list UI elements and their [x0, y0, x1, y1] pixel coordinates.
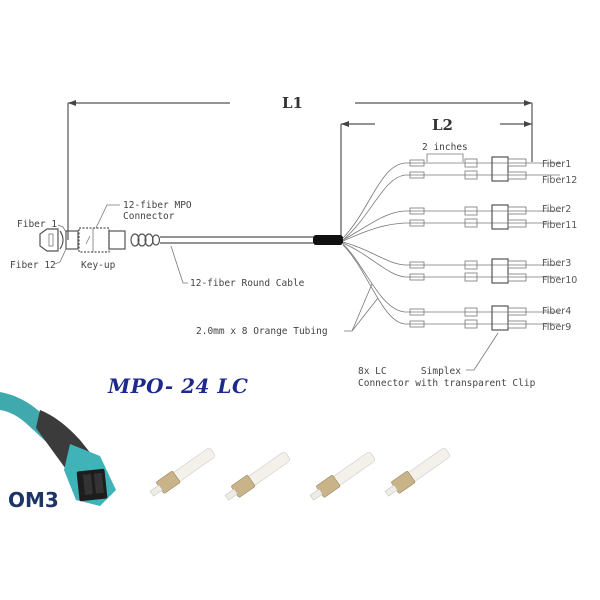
round-cable-label: 12-fiber Round Cable — [190, 278, 305, 289]
fiber-label: Fiber3 — [542, 258, 571, 269]
fiber-grade-label: OM3 — [8, 488, 59, 512]
fiber-label: Fiber4 — [542, 306, 571, 317]
fiber-12-label: Fiber 12 — [10, 260, 56, 271]
mpo-connector-label-2: Connector — [123, 211, 175, 222]
fiber-label: Fiber12 — [542, 175, 577, 186]
fanout-branches — [342, 162, 560, 325]
key-up-label: Key-up — [81, 260, 116, 271]
mpo-connector-label-1: 12-fiber MPO — [123, 200, 192, 211]
fiber-label: Fiber2 — [542, 204, 571, 215]
l2-label: L2 — [432, 116, 453, 134]
fiber-label: Fiber10 — [542, 275, 577, 286]
l1-dimension: L1 — [67, 94, 533, 240]
product-title: MPO- 24 LC — [108, 374, 249, 398]
lc-connector-label-2: Connector with transparent Clip — [358, 378, 536, 389]
fiber-label: Fiber11 — [542, 220, 577, 231]
tubing-label: 2.0mm x 8 Orange Tubing — [196, 326, 328, 337]
round-cable — [160, 235, 343, 245]
fiber-label: Fiber9 — [542, 322, 571, 333]
lc-connector-label-1: 8x LC Simplex — [358, 366, 461, 377]
lc-connector-groups: Fiber1 Fiber12 Fiber2 Fiber11 Fiber3 Fib… — [409, 156, 577, 333]
fiber-label: Fiber1 — [542, 159, 571, 170]
l1-label: L1 — [282, 94, 303, 112]
fiber-1-label: Fiber 1 — [17, 219, 57, 230]
mpo-connector-photo — [0, 392, 116, 506]
spacing-dimension: 2 inches — [422, 142, 468, 162]
l2-dimension: L2 — [340, 116, 532, 240]
mpo-connector-drawing — [39, 227, 161, 253]
spacing-label: 2 inches — [422, 142, 468, 153]
lc-connector-photos — [149, 448, 450, 501]
